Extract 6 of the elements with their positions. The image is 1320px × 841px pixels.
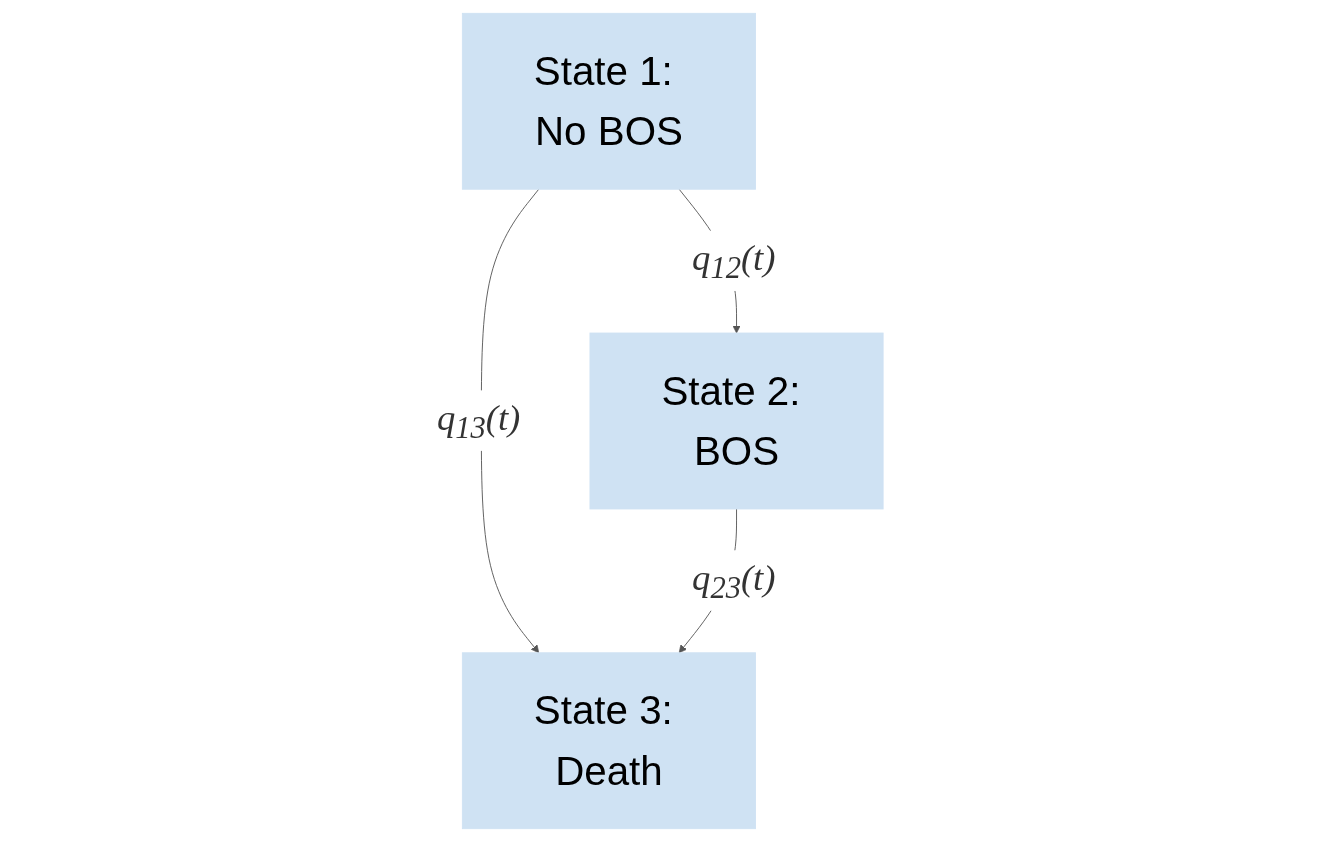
node-box: State 3: Death — [461, 651, 756, 829]
edge-label: q$_{13}$(t) — [436, 396, 521, 444]
edge-label: q$_{12}$(t) — [692, 236, 776, 285]
node-box: State 2: BOS — [589, 332, 884, 509]
edge-label: q$_{23}$(t) — [692, 556, 776, 604]
node-box: State 1: No BOS — [461, 12, 756, 190]
